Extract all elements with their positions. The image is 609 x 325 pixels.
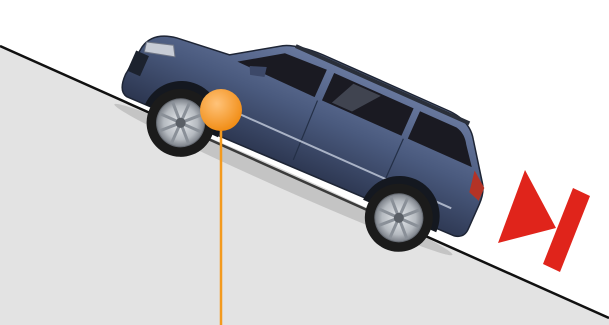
center-of-gravity-marker [200, 89, 242, 131]
play-pause-arrow-icon [498, 170, 590, 272]
arrow-triangle [498, 170, 556, 243]
arrow-bar [543, 188, 590, 272]
